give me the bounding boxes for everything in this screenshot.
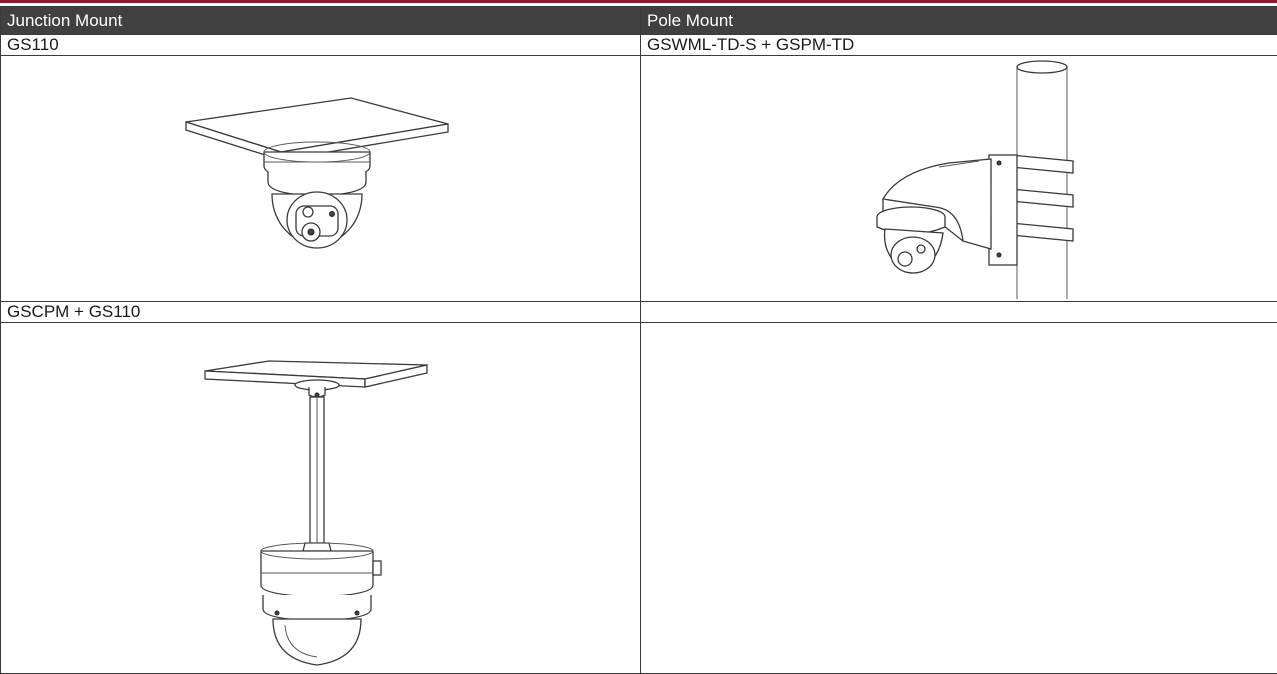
empty-label-cell xyxy=(641,302,1277,323)
table-header-row: Junction Mount Pole Mount xyxy=(1,7,1277,35)
model-label-gs110: GS110 xyxy=(1,35,641,56)
junction-mount-camera-drawing-icon xyxy=(176,94,466,264)
model-label-gswml: GSWML-TD-S + GSPM-TD xyxy=(641,35,1277,56)
mount-table: Junction Mount Pole Mount GS110 GSWML-TD… xyxy=(0,6,1277,674)
table-row: GS110 GSWML-TD-S + GSPM-TD xyxy=(1,35,1277,56)
pole-mount-image-cell xyxy=(641,56,1277,302)
pole-mount-camera-drawing-icon xyxy=(839,59,1079,299)
junction-mount-image-cell xyxy=(1,56,641,302)
pendant-mount-image-cell xyxy=(1,323,641,674)
empty-image-cell xyxy=(641,323,1277,674)
header-pole-mount: Pole Mount xyxy=(641,7,1277,35)
table-row: GSCPM + GS110 xyxy=(1,302,1277,323)
pendant-mount-camera-drawing-icon xyxy=(191,323,451,671)
model-label-gscpm: GSCPM + GS110 xyxy=(1,302,641,323)
top-rule xyxy=(0,0,1277,3)
table-row xyxy=(1,56,1277,302)
table-row xyxy=(1,323,1277,674)
header-junction-mount: Junction Mount xyxy=(1,7,641,35)
